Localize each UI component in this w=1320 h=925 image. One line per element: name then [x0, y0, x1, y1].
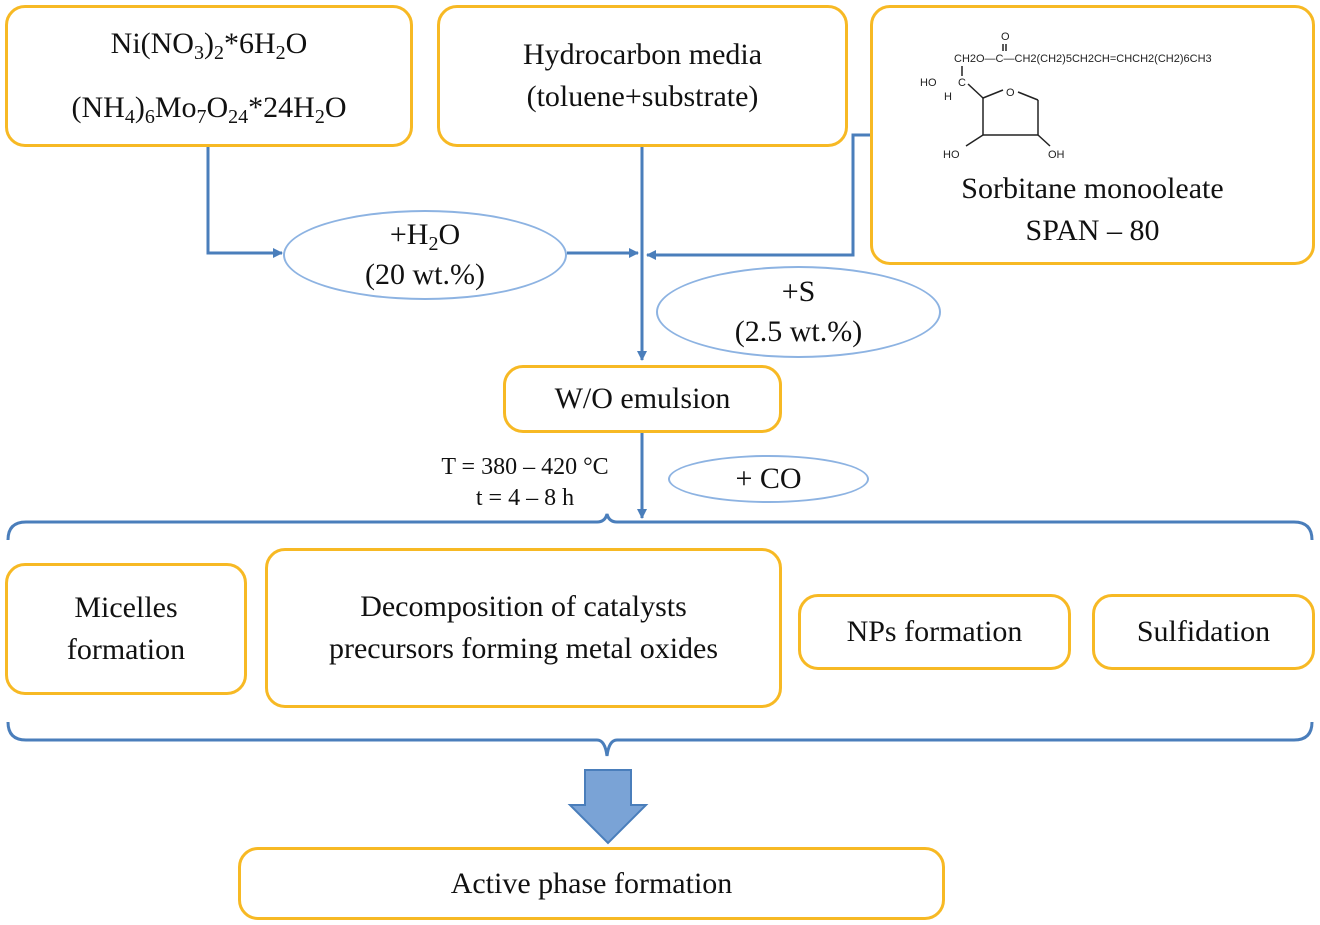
formula-text: Mo: [154, 91, 197, 124]
formula-subscript: 4: [124, 106, 135, 128]
formula-subscript: 2: [314, 106, 325, 128]
stage-label: Sulfidation: [1136, 615, 1271, 648]
carbon-label: C: [958, 77, 966, 89]
hydroxyl-label: HO: [943, 149, 960, 161]
sulfur-addition-ellipse: +S (2.5 wt.%): [656, 266, 941, 358]
formula-subscript: 2: [275, 42, 286, 64]
carbonyl-oxygen: O: [1001, 31, 1010, 43]
big-down-arrow: [567, 769, 649, 845]
water-amount: (20 wt.%): [365, 258, 485, 291]
stage-label: NPs formation: [846, 615, 1023, 648]
stage-label: Micelles formation: [66, 591, 186, 666]
hydrogen-label: H: [944, 91, 952, 103]
formula-text: (NH: [71, 91, 125, 124]
precursor-mo: (NH4)6Mo7O24*24H2O: [71, 76, 346, 140]
emulsion-box: W/O emulsion: [503, 365, 782, 433]
formula-text: O: [438, 218, 461, 251]
formula-text: *6H: [223, 27, 276, 60]
stage-decomposition-box: Decomposition of catalysts precursors fo…: [265, 548, 782, 708]
formula-subscript: 24: [228, 106, 249, 128]
stage-sulfidation-box: Sulfidation: [1092, 594, 1315, 670]
sulfur-amount: (2.5 wt.%): [734, 315, 863, 348]
sulfur-label: +S: [781, 275, 816, 308]
water-addition-ellipse: +H2O (20 wt.%): [283, 210, 567, 300]
hydroxyl-label: HO: [920, 77, 937, 89]
bottom-brace: [6, 721, 1314, 757]
formula-text: Ni(NO: [110, 27, 194, 60]
media-title: Hydrocarbon media: [522, 38, 763, 71]
formula-subscript: 3: [193, 42, 204, 64]
formula-subscript: 2: [213, 42, 224, 64]
result-box: Active phase formation: [238, 847, 945, 920]
precursor-ni: Ni(NO3)2*6H2O: [111, 12, 308, 76]
co-addition-ellipse: + CO: [668, 455, 869, 503]
stage-label: Decomposition of catalysts precursors fo…: [328, 590, 719, 665]
structure-chain-label: CH2O—C—CH2(CH2)5CH2CH=CHCH2(CH2)6CH3: [954, 53, 1212, 65]
formula-text: +H: [389, 218, 429, 251]
stage-micelles-box: Micelles formation: [5, 563, 247, 695]
surfactant-box: CH2O—C—CH2(CH2)5CH2CH=CHCH2(CH2)6CH3 O H…: [870, 5, 1315, 265]
ring-oxygen: O: [1006, 87, 1015, 99]
surfactant-code: SPAN – 80: [1025, 214, 1160, 247]
precursor-to-water-line: [206, 147, 283, 258]
media-composition: (toluene+substrate): [526, 80, 759, 113]
result-label: Active phase formation: [450, 866, 733, 900]
surfactant-name: Sorbitane monooleate: [961, 172, 1224, 205]
emulsion-label: W/O emulsion: [554, 382, 731, 415]
time-label: t = 4 – 8 h: [475, 485, 575, 511]
formula-text: ): [203, 27, 214, 60]
formula-text: ): [134, 91, 145, 124]
top-brace: [6, 513, 1314, 541]
formula-text: O: [206, 91, 229, 124]
span80-structure-image: CH2O—C—CH2(CH2)5CH2CH=CHCH2(CH2)6CH3 O H…: [920, 31, 1212, 161]
formula-subscript: 7: [196, 106, 207, 128]
temperature-label: T = 380 – 420 °C: [441, 454, 609, 480]
formula-text: O: [285, 27, 308, 60]
hydroxyl-label: OH: [1048, 149, 1065, 161]
reaction-conditions: T = 380 – 420 °C t = 4 – 8 h: [415, 452, 635, 514]
precursors-box: Ni(NO3)2*6H2O (NH4)6Mo7O24*24H2O: [5, 5, 413, 147]
surfactant-to-mix-line: [646, 133, 870, 260]
formula-subscript: 2: [428, 233, 439, 255]
stage-nps-box: NPs formation: [798, 594, 1071, 670]
formula-text: O: [324, 91, 347, 124]
co-label: + CO: [735, 462, 802, 495]
formula-text: *24H: [248, 91, 315, 124]
hydrocarbon-media-box: Hydrocarbon media (toluene+substrate): [437, 5, 848, 147]
water-label: +H2O: [390, 215, 460, 255]
formula-subscript: 6: [144, 106, 155, 128]
